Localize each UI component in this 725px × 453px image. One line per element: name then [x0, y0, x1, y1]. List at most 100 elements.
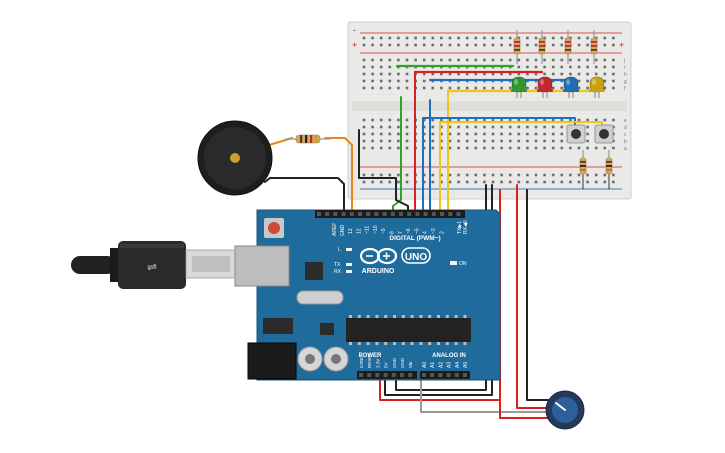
- breadboard-hole: [508, 36, 512, 40]
- breadboard-hole: [379, 36, 383, 40]
- breadboard-hole: [491, 86, 495, 90]
- breadboard-hole: [431, 43, 435, 47]
- piezo-buzzer[interactable]: [197, 120, 273, 196]
- breadboard-hole: [517, 125, 521, 129]
- potentiometer[interactable]: [545, 390, 585, 430]
- breadboard-hole: [586, 79, 589, 83]
- breadboard-hole: [405, 125, 409, 129]
- breadboard-hole: [431, 180, 435, 184]
- breadboard-hole: [594, 180, 598, 184]
- breadboard-hole: [397, 146, 400, 150]
- breadboard-hole: [534, 65, 538, 69]
- row-letter: b: [624, 139, 627, 145]
- breadboard-hole: [551, 43, 555, 47]
- green-led: [511, 76, 527, 98]
- pushbutton-2[interactable]: [594, 124, 614, 144]
- breadboard-hole: [379, 132, 383, 136]
- breadboard-hole: [603, 118, 607, 122]
- breadboard-hole: [448, 132, 452, 136]
- digital-pin-label: 2: [439, 231, 445, 234]
- breadboard-hole: [543, 118, 546, 122]
- breadboard-hole: [483, 132, 486, 136]
- wire-black-buzzer-gnd: [264, 177, 345, 215]
- breadboard-hole: [371, 36, 374, 40]
- breadboard-hole: [362, 65, 366, 69]
- breadboard-hole: [422, 36, 426, 40]
- breadboard-hole: [483, 86, 486, 90]
- breadboard-hole: [508, 125, 512, 129]
- usb-cable[interactable]: ⇌: [71, 241, 237, 289]
- breadboard-hole: [457, 139, 460, 143]
- digital-pin-label: ~3: [431, 228, 437, 234]
- rail-plus-left: +: [352, 40, 357, 50]
- breadboard-hole: [422, 79, 426, 83]
- breadboard-hole: [405, 72, 409, 76]
- power-pin-label: RESET: [367, 353, 372, 368]
- breadboard-hole: [397, 132, 400, 136]
- breadboard-hole: [560, 72, 564, 76]
- breadboard-hole: [534, 173, 538, 177]
- breadboard-hole: [414, 36, 417, 40]
- breadboard-hole: [534, 86, 538, 90]
- breadboard-hole: [577, 79, 581, 83]
- breadboard-hole: [397, 58, 400, 62]
- yellow-led: [589, 76, 605, 98]
- breadboard-hole: [405, 173, 409, 177]
- breadboard-hole: [526, 36, 529, 40]
- breadboard-hole: [517, 180, 521, 184]
- breadboard-hole: [543, 180, 546, 184]
- breadboard-hole: [543, 132, 546, 136]
- pushbutton-1[interactable]: [566, 124, 586, 144]
- breadboard-hole: [560, 125, 564, 129]
- breadboard-hole: [465, 132, 469, 136]
- breadboard-hole: [569, 36, 572, 40]
- breadboard-hole: [379, 79, 383, 83]
- breadboard-hole: [508, 43, 512, 47]
- on-led-label: ON: [459, 261, 467, 267]
- dc-power-jack: [247, 342, 297, 380]
- breadboard-hole: [551, 125, 555, 129]
- breadboard-hole: [508, 86, 512, 90]
- buzzer-resistor: [285, 134, 330, 144]
- row-letter: d: [624, 125, 627, 131]
- breadboard-hole: [612, 65, 615, 69]
- breadboard-hole: [379, 139, 383, 143]
- breadboard-hole: [448, 58, 452, 62]
- power-pin-label: IOREF: [359, 354, 364, 368]
- breadboard-hole: [422, 118, 426, 122]
- breadboard-hole: [448, 43, 452, 47]
- breadboard-hole: [448, 72, 452, 76]
- breadboard-hole: [371, 86, 374, 90]
- breadboard-hole: [534, 43, 538, 47]
- breadboard-hole: [526, 125, 529, 129]
- breadboard-hole: [594, 118, 598, 122]
- breadboard-hole: [457, 43, 460, 47]
- breadboard-hole: [422, 43, 426, 47]
- breadboard-hole: [508, 132, 512, 136]
- breadboard-hole: [500, 132, 503, 136]
- row-letter: h: [624, 72, 627, 78]
- wire-orange-to-pin: [324, 137, 353, 215]
- breadboard-hole: [594, 65, 598, 69]
- breadboard-hole: [560, 146, 564, 150]
- breadboard-hole: [569, 173, 572, 177]
- breadboard-hole: [500, 43, 503, 47]
- breadboard-hole: [594, 58, 598, 62]
- breadboard-hole: [422, 180, 426, 184]
- breadboard-hole: [577, 43, 581, 47]
- breadboard-hole: [526, 139, 529, 143]
- breadboard-hole: [491, 139, 495, 143]
- breadboard-hole: [483, 173, 486, 177]
- breadboard-hole: [517, 146, 521, 150]
- breadboard-hole: [551, 36, 555, 40]
- breadboard-hole: [457, 132, 460, 136]
- digital-pin-label: 12: [356, 228, 362, 234]
- breadboard-hole: [379, 118, 383, 122]
- breadboard-hole: [569, 65, 572, 69]
- breadboard-hole: [440, 173, 443, 177]
- rail-minus-left: -: [353, 25, 356, 35]
- breadboard-hole: [379, 86, 383, 90]
- breadboard-hole: [491, 180, 495, 184]
